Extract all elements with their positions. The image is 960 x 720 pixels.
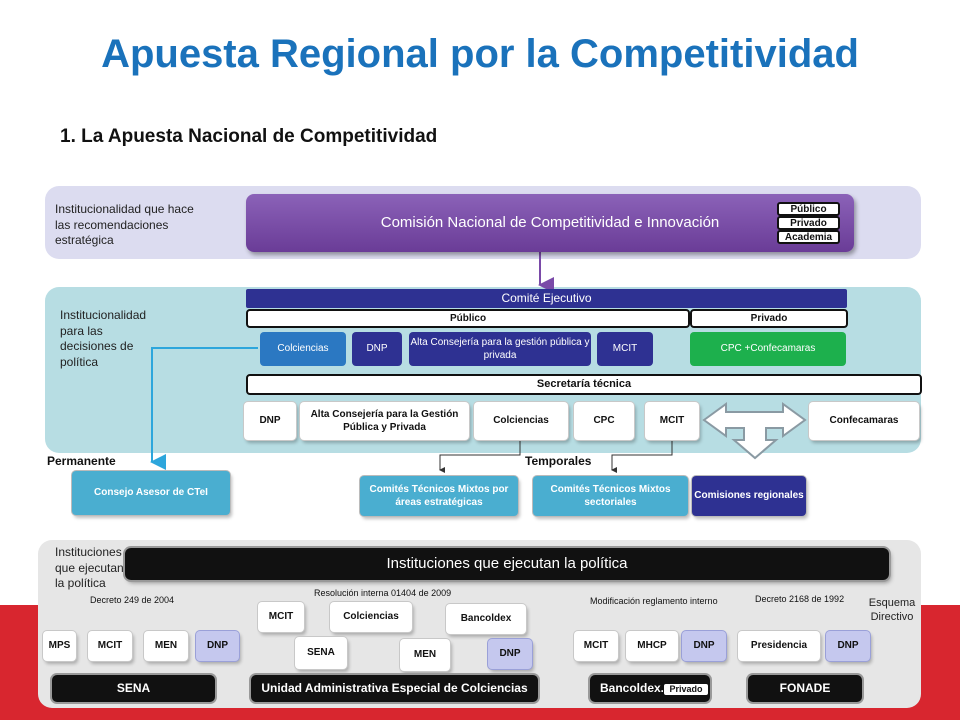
comites-sectoriales-box: Comités Técnicos Mixtos sectoriales (533, 476, 688, 516)
colciencias-group-colciencias: Colciencias (330, 602, 412, 632)
tag-privado: Privado (777, 216, 840, 230)
mid-band-label: Institucionalidad para las decisiones de… (60, 308, 147, 369)
colciencias-group-dnp: DNP (488, 639, 532, 669)
modificacion-caption: Modificación reglamento interno (590, 596, 718, 606)
st-colciencias-box: Colciencias (474, 402, 568, 440)
comites-areas-box: Comités Técnicos Mixtos por áreas estrat… (360, 476, 518, 516)
comision-nacional-box: Comisión Nacional de Competitividad e In… (246, 194, 854, 252)
bancoldex-group-mcit: MCIT (574, 631, 618, 661)
colciencias-group-men: MEN (400, 639, 450, 671)
black-arrow-right (611, 436, 673, 473)
colciencias-box: Colciencias (260, 332, 346, 366)
st-cpc-box: CPC (574, 402, 634, 440)
resolucion-2009-caption: Resolución interna 01404 de 2009 (314, 588, 452, 598)
sena-group-men: MEN (144, 631, 188, 661)
sena-group-dnp: DNP (196, 631, 239, 661)
bottom-band-label: Instituciones que ejecutan la política (55, 545, 124, 591)
fonade-executor-box: FONADE (748, 675, 862, 702)
double-arrow-shape (702, 402, 807, 460)
comisiones-regionales-box: Comisiones regionales (692, 476, 806, 516)
uae-colciencias-executor-box: Unidad Administrativa Especial de Colcie… (251, 675, 538, 702)
st-confecamaras-box: Confecamaras (809, 402, 919, 440)
page-title: Apuesta Regional por la Competitividad (101, 32, 859, 76)
subtitle: 1. La Apuesta Nacional de Competitividad (60, 126, 438, 147)
cpc-confecamaras-box: CPC +Confecamaras (690, 332, 846, 366)
secretaria-tecnica-bar: Secretaría técnica (246, 374, 922, 395)
comite-ejecutivo-bar: Comité Ejecutivo (246, 289, 847, 308)
publico-header: Público (246, 309, 690, 328)
consejo-asesor-box: Consejo Asesor de CTeI (72, 471, 230, 515)
st-dnp-box: DNP (244, 402, 296, 440)
alta-consejeria-box: Alta Consejería para la gestión pública … (409, 332, 591, 366)
dnp-box: DNP (352, 332, 402, 366)
st-alta-consejeria-box: Alta Consejería para la Gestión Pública … (300, 402, 469, 440)
bancoldex-privado-tag: Privado (663, 683, 709, 696)
st-mcit-box: MCIT (645, 402, 699, 440)
sena-group-mcit: MCIT (88, 631, 132, 661)
top-band-label: Institucionalidad que hace las recomenda… (55, 202, 194, 248)
sena-executor-box: SENA (52, 675, 215, 702)
decreto-2004-caption: Decreto 249 de 2004 (90, 595, 175, 605)
colciencias-group-mcit: MCIT (258, 602, 304, 632)
permanente-label: Permanente (47, 454, 116, 468)
colciencias-group-sena: SENA (295, 637, 347, 669)
bancoldex-group-mhcp: MHCP (626, 631, 678, 661)
esquema-directivo-label: Esquema Directivo (868, 597, 916, 623)
tag-publico: Público (777, 202, 840, 216)
privado-header: Privado (690, 309, 848, 328)
temporales-label: Temporales (525, 454, 592, 468)
black-arrow-left (439, 436, 521, 473)
sena-group-mps: MPS (43, 631, 76, 661)
fonade-group-presidencia: Presidencia (738, 631, 820, 661)
colciencias-group-bancoldex: Bancoldex (446, 604, 526, 634)
instituciones-bar: Instituciones que ejecutan la política (125, 548, 889, 580)
fonade-group-dnp: DNP (826, 631, 870, 661)
blue-arrow-line (150, 347, 258, 470)
decreto-1992-caption: Decreto 2168 de 1992 (755, 594, 845, 604)
bancoldex-group-dnp: DNP (682, 631, 726, 661)
tag-academia: Academia (777, 230, 840, 244)
mcit-box: MCIT (597, 332, 653, 366)
